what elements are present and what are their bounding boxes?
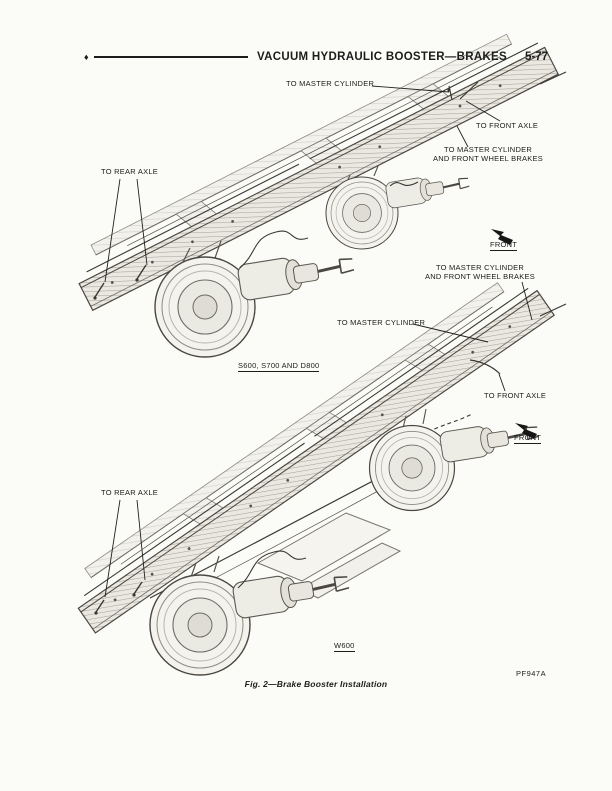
figure-code: PF947A (516, 669, 547, 678)
booster-unit-large-top (153, 246, 358, 359)
figure-caption: Fig. 2—Brake Booster Installation (244, 679, 388, 689)
label-line: TO MASTER CYLINDER (435, 263, 525, 272)
label-model-bottom: W600 (334, 641, 355, 652)
bottom-diagram-frame (77, 281, 567, 677)
top-diagram-frame (78, 33, 567, 359)
label-to-master-cylinder-bottom: TO MASTER CYLINDER (337, 318, 426, 327)
rivets (113, 325, 512, 602)
label-front-bottom: FRONT (514, 433, 542, 444)
model-text: W600 (334, 641, 355, 652)
model-text: S600, S700 AND D800 (238, 361, 320, 372)
header-diamond-icon: ♦ (84, 51, 89, 62)
rivets (110, 84, 502, 284)
header-rule (93, 56, 249, 58)
label-to-mc-front-wheel-brakes-bottom: TO MASTER CYLINDER AND FRONT WHEEL BRAKE… (424, 263, 536, 281)
label-line: TO MASTER CYLINDER (443, 145, 533, 154)
label-line: AND FRONT WHEEL BRAKES (432, 153, 544, 163)
front-text: FRONT (514, 433, 542, 444)
page-header: ♦ VACUUM HYDRAULIC BOOSTER—BRAKES 5-77 (84, 51, 548, 63)
label-to-front-axle-top: TO FRONT AXLE (476, 121, 539, 130)
label-line: AND FRONT WHEEL BRAKES (424, 271, 536, 281)
label-to-front-axle-bottom: TO FRONT AXLE (484, 391, 547, 400)
page-number: 5-77 (524, 51, 548, 63)
label-to-master-cylinder-top: TO MASTER CYLINDER (286, 79, 375, 88)
label-to-rear-axle-bottom: TO REAR AXLE (101, 488, 159, 497)
label-to-rear-axle-top: TO REAR AXLE (101, 167, 159, 176)
leader-lines-top (104, 85, 501, 283)
booster-unit-small-bottom (368, 416, 542, 512)
booster-unit-small-top (324, 169, 472, 251)
label-front-top: FRONT (490, 240, 518, 251)
front-text: FRONT (490, 240, 518, 251)
leader-lines-bottom (104, 281, 533, 598)
label-model-top: S600, S700 AND D800 (238, 361, 320, 372)
label-to-mc-front-wheel-brakes-top: TO MASTER CYLINDER AND FRONT WHEEL BRAKE… (432, 145, 544, 163)
page-title: VACUUM HYDRAULIC BOOSTER—BRAKES (257, 51, 507, 63)
